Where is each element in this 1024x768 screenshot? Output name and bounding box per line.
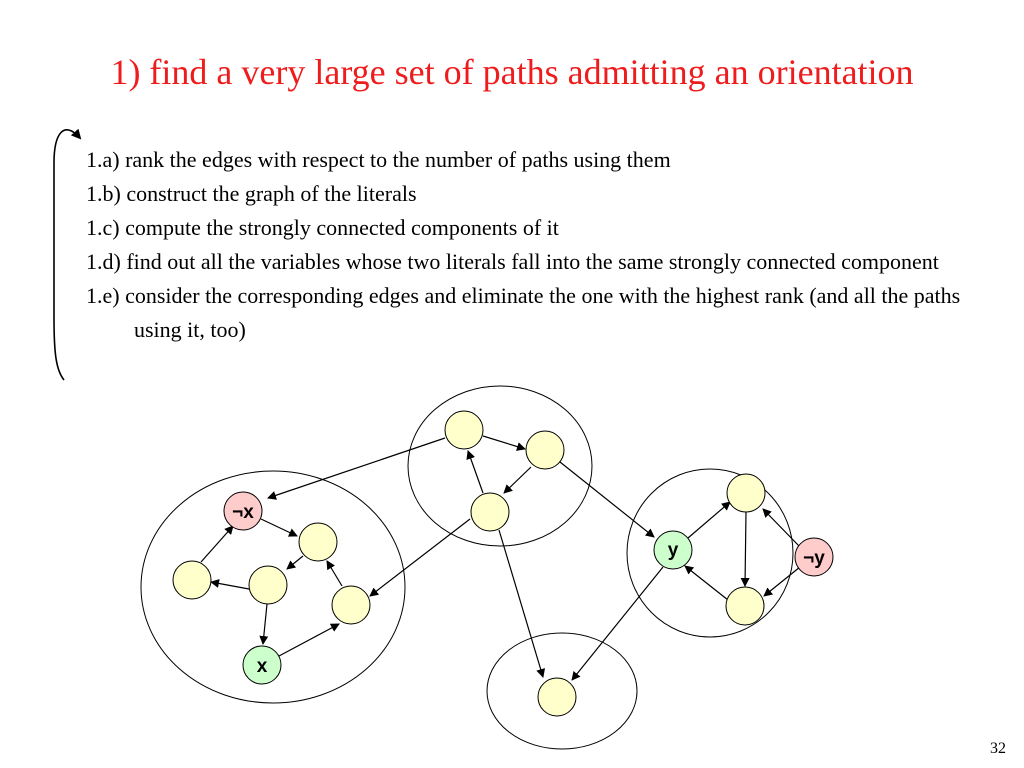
edge <box>482 435 526 451</box>
node-label-not-x: ¬x <box>232 502 254 523</box>
graph-node <box>248 565 288 605</box>
step-1e: 1.e) consider the corresponding edges an… <box>86 283 961 342</box>
component-right <box>626 468 794 638</box>
node-y <box>653 530 693 570</box>
graph-node <box>444 410 484 450</box>
node-label-x: x <box>257 656 268 677</box>
graph-node <box>470 492 510 532</box>
edge <box>740 511 750 587</box>
node-label-not-y: ¬y <box>803 548 825 569</box>
component-top <box>407 385 593 547</box>
step-1c: 1.c) compute the strongly connected comp… <box>86 215 559 240</box>
edge <box>267 437 446 500</box>
edge <box>498 529 546 678</box>
step-1b: 1.b) construct the graph of the literals <box>86 181 417 206</box>
edge <box>200 525 234 563</box>
loop-arrow-icon <box>53 128 82 381</box>
edge <box>762 508 801 548</box>
edge <box>763 566 801 597</box>
edge <box>326 560 343 587</box>
edge <box>369 518 471 597</box>
edge <box>687 501 731 539</box>
edge <box>684 565 729 601</box>
edge <box>210 579 250 590</box>
step-list: 1.a) rank the edges with respect to the … <box>86 143 986 347</box>
edge <box>466 450 484 494</box>
edge <box>278 623 340 657</box>
node-not-x <box>223 491 263 531</box>
graph-node <box>298 522 338 562</box>
edge <box>571 566 664 681</box>
node-label-y: y <box>668 540 679 561</box>
graph-node <box>172 560 212 600</box>
graph-node <box>525 430 565 470</box>
edge <box>259 603 269 645</box>
edge <box>286 555 304 570</box>
step-1a: 1.a) rank the edges with respect to the … <box>86 147 671 172</box>
page-number: 32 <box>990 740 1006 757</box>
component-left <box>140 470 406 704</box>
edge <box>559 461 655 538</box>
node-x <box>242 645 282 685</box>
graph-node <box>725 586 765 626</box>
graph-node <box>537 677 577 717</box>
graph-node <box>331 585 371 625</box>
edge <box>503 466 532 494</box>
component-bottom <box>486 632 638 750</box>
node-not-y <box>794 537 834 577</box>
step-1d: 1.d) find out all the variables whose tw… <box>86 249 939 274</box>
graph-node <box>726 473 766 513</box>
slide-title: 1) find a very large set of paths admitt… <box>110 52 914 92</box>
edge <box>260 518 298 537</box>
